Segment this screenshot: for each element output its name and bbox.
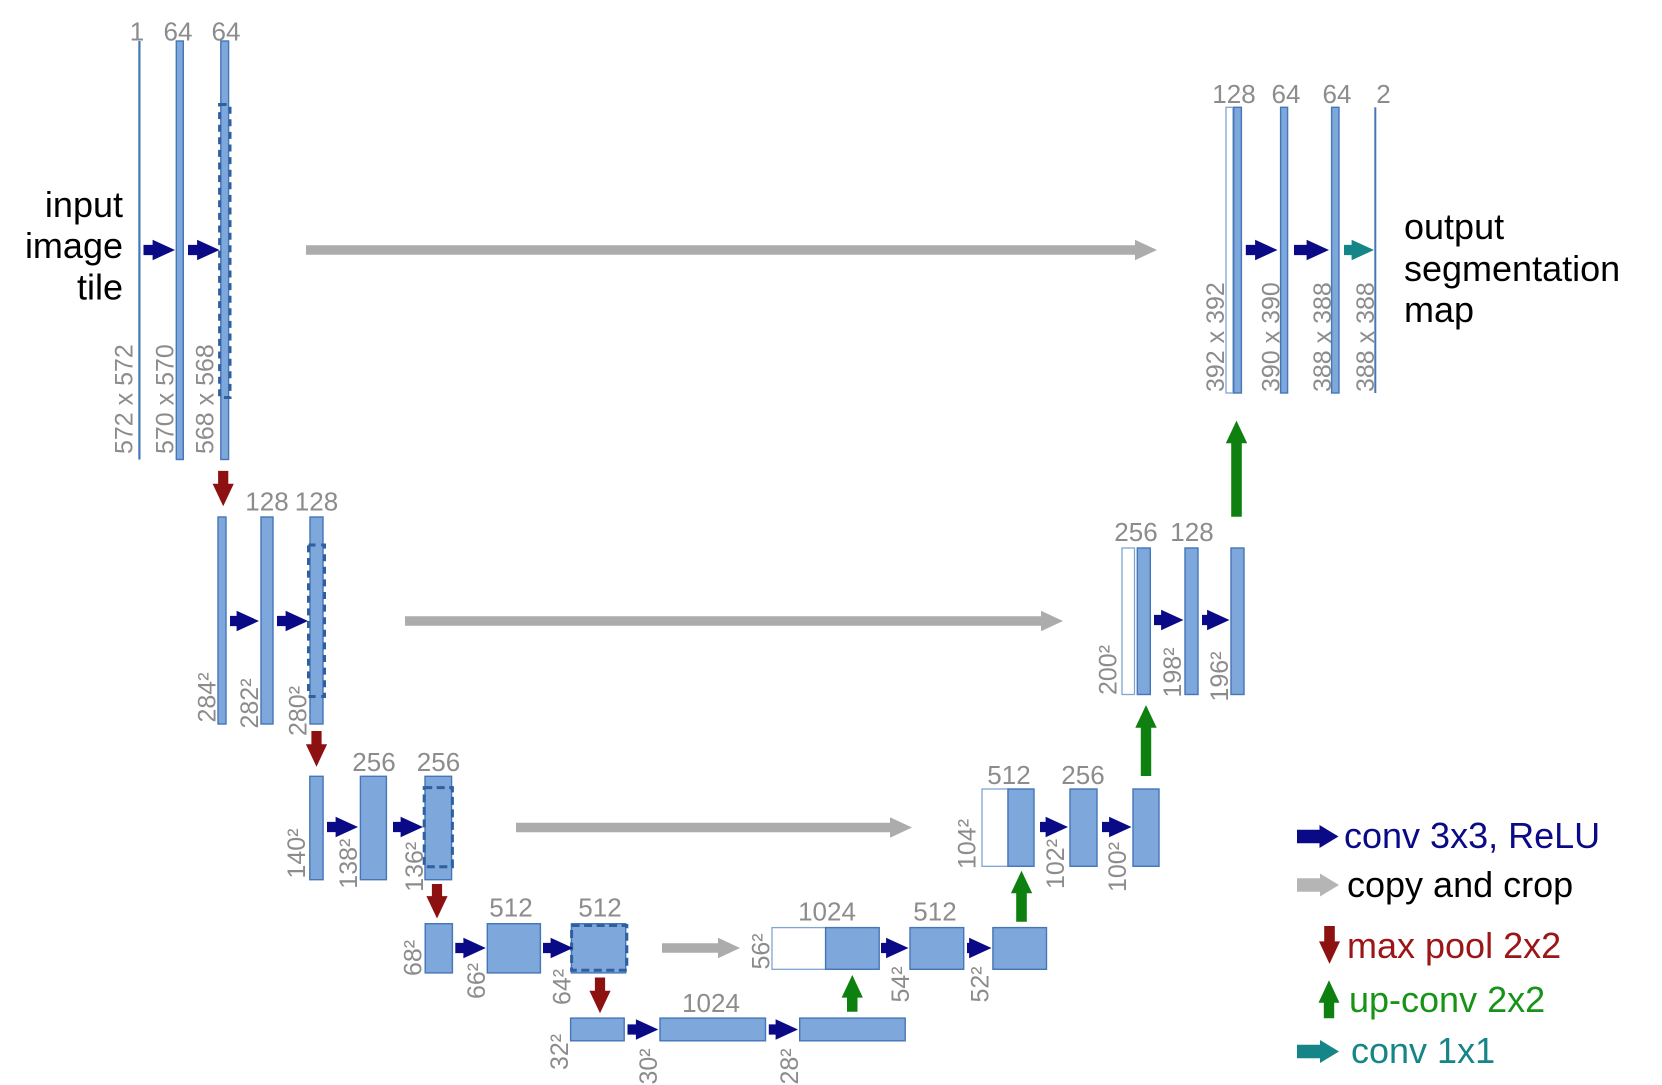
svg-text:28²: 28² (776, 1048, 804, 1084)
svg-text:56²: 56² (748, 933, 776, 969)
svg-text:map: map (1404, 289, 1474, 330)
svg-text:up-conv 2x2: up-conv 2x2 (1349, 979, 1545, 1020)
svg-text:64: 64 (1272, 79, 1301, 109)
svg-text:128: 128 (1212, 79, 1255, 109)
svg-text:64: 64 (1323, 79, 1352, 109)
svg-text:tile: tile (77, 267, 123, 308)
svg-text:282²: 282² (236, 678, 264, 728)
svg-text:54²: 54² (887, 966, 915, 1002)
svg-text:136²: 136² (401, 842, 429, 892)
svg-text:138²: 138² (335, 839, 363, 889)
svg-text:198²: 198² (1159, 647, 1187, 697)
svg-text:100²: 100² (1104, 842, 1132, 892)
svg-text:570 x 570: 570 x 570 (152, 344, 180, 454)
svg-text:200²: 200² (1095, 645, 1123, 695)
svg-text:256: 256 (1114, 517, 1157, 547)
svg-text:512: 512 (489, 892, 532, 922)
svg-text:512: 512 (578, 892, 621, 922)
svg-text:68²: 68² (400, 940, 428, 976)
svg-text:512: 512 (987, 760, 1030, 790)
svg-text:388 x 388: 388 x 388 (1352, 282, 1380, 392)
svg-text:conv 1x1: conv 1x1 (1351, 1030, 1495, 1071)
svg-text:572 x 572: 572 x 572 (111, 344, 139, 454)
svg-text:2: 2 (1376, 79, 1390, 109)
svg-text:64: 64 (212, 17, 241, 47)
svg-text:52²: 52² (967, 966, 995, 1002)
svg-text:segmentation: segmentation (1404, 248, 1620, 289)
svg-text:input: input (45, 184, 123, 225)
svg-text:256: 256 (1061, 760, 1104, 790)
svg-text:conv 3x3, ReLU: conv 3x3, ReLU (1344, 815, 1600, 856)
svg-text:512: 512 (913, 897, 956, 927)
svg-text:image: image (25, 225, 123, 266)
svg-text:196²: 196² (1206, 651, 1234, 701)
svg-text:1024: 1024 (798, 897, 856, 927)
svg-text:128: 128 (295, 487, 338, 517)
svg-text:256: 256 (417, 747, 460, 777)
svg-text:390 x 390: 390 x 390 (1258, 282, 1286, 392)
svg-text:128: 128 (1170, 517, 1213, 547)
svg-text:256: 256 (352, 747, 395, 777)
svg-text:66²: 66² (463, 963, 491, 999)
svg-text:388 x 388: 388 x 388 (1309, 282, 1337, 392)
svg-text:32²: 32² (546, 1034, 574, 1070)
svg-text:280²: 280² (285, 686, 313, 736)
svg-text:568 x 568: 568 x 568 (192, 344, 220, 454)
svg-text:max pool 2x2: max pool 2x2 (1347, 925, 1561, 966)
svg-text:64²: 64² (549, 969, 577, 1005)
svg-text:392 x 392: 392 x 392 (1202, 282, 1230, 392)
svg-text:copy and crop: copy and crop (1347, 864, 1573, 905)
svg-text:102²: 102² (1042, 839, 1070, 889)
svg-text:1024: 1024 (682, 988, 740, 1018)
svg-text:64: 64 (164, 17, 193, 47)
svg-text:284²: 284² (194, 672, 222, 722)
svg-text:1: 1 (130, 17, 144, 47)
svg-text:output: output (1404, 206, 1504, 247)
svg-text:128: 128 (245, 487, 288, 517)
svg-text:30²: 30² (635, 1048, 663, 1084)
svg-text:104²: 104² (954, 819, 982, 869)
svg-text:140²: 140² (283, 828, 311, 878)
